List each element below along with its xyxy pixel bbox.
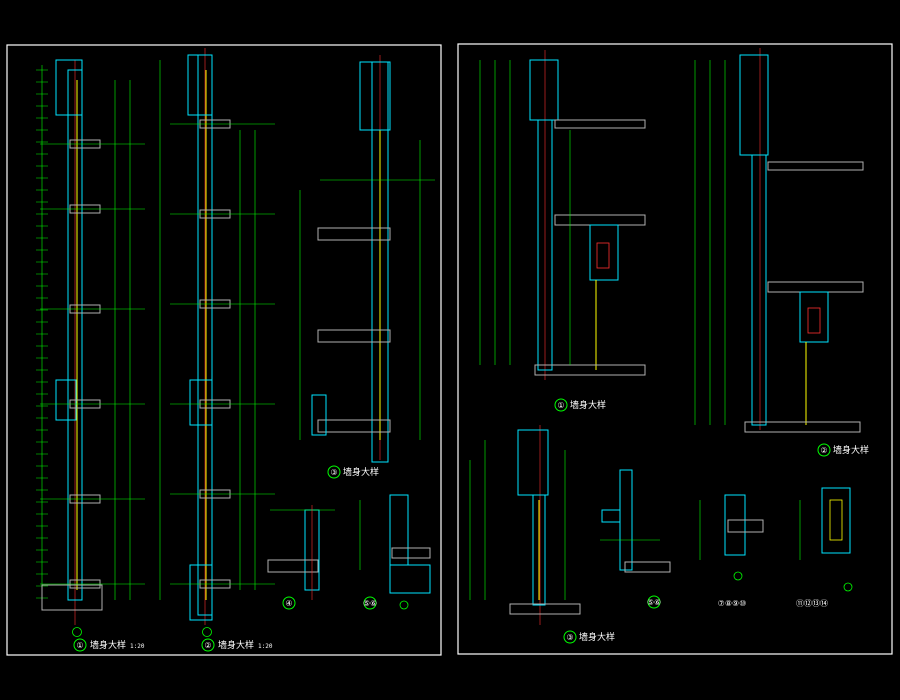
floor-slab — [624, 561, 671, 573]
beam — [589, 224, 619, 281]
sill — [601, 509, 621, 523]
section-title: 墙身大样 — [218, 639, 254, 651]
floor-slab — [317, 419, 391, 433]
section-number-circle — [363, 596, 377, 610]
wall-outline — [532, 494, 546, 606]
window-sill — [389, 564, 431, 594]
section-number-circle — [73, 638, 87, 652]
ground-slab — [744, 421, 861, 433]
section-title: 墙身大样 — [579, 631, 615, 643]
section-number-circle — [647, 595, 661, 609]
right-wall-section-1: ① 墙身大样 — [479, 50, 646, 412]
glass-line — [829, 499, 843, 541]
section-number-circle — [327, 465, 341, 479]
section-number-circle — [282, 596, 296, 610]
left-wall-section-3: ③ 墙身大样 — [299, 55, 435, 479]
section-number-circle — [201, 638, 215, 652]
section-number-circle — [817, 443, 831, 457]
axis-bubble — [72, 627, 82, 637]
ground-slab — [509, 603, 581, 615]
right-detail-11-14: ⑪⑫⑬⑭ — [796, 487, 853, 608]
section-number: ① — [76, 641, 83, 650]
floor-slab — [727, 519, 764, 533]
window-sill — [189, 379, 213, 426]
foundation — [41, 584, 103, 611]
wall-outline — [67, 69, 83, 601]
section-title: 墙身大样 — [833, 444, 869, 456]
section-scale: 1:20 — [258, 643, 273, 650]
section-number-circle — [554, 398, 568, 412]
section-title: 墙身大样 — [343, 466, 379, 478]
section-number: ③ — [330, 468, 337, 477]
axis-bubble — [843, 582, 853, 592]
floor-slab — [391, 547, 431, 559]
beam — [799, 291, 829, 343]
left-detail-4: ④ — [267, 505, 335, 610]
axis-bubble — [733, 571, 743, 581]
parapet-detail — [359, 61, 391, 131]
roof-slab — [554, 119, 646, 129]
section-title: 墙身大样 — [90, 639, 126, 651]
section-number: ⑦⑧⑨⑩ — [718, 599, 747, 608]
floor-slab — [317, 227, 391, 241]
wall-outline — [821, 487, 851, 554]
section-title: 墙身大样 — [570, 399, 606, 411]
section-scale: 1:20 — [130, 643, 145, 650]
axis-bubble — [202, 627, 212, 637]
beam-core — [596, 242, 610, 269]
left-wall-section-1: ① 墙身大样 1:20 — [36, 59, 145, 652]
right-wall-section-2: ② 墙身大样 — [694, 48, 869, 457]
wall-outline — [537, 119, 553, 371]
right-sheet-frame — [457, 43, 893, 655]
section-number: ④ — [285, 599, 292, 608]
right-wall-section-3: ③ 墙身大样 — [469, 425, 615, 644]
section-number: ③ — [566, 633, 573, 642]
section-number: ② — [820, 446, 827, 455]
right-detail-5-6: ⑤⑥ — [600, 469, 671, 609]
right-sheet: ① 墙身大样 ② 墙身大样 — [457, 43, 893, 655]
left-sheet: ① 墙身大样 1:20 ② 墙身大样 1:20 — [6, 44, 442, 656]
section-number-circle — [563, 630, 577, 644]
beam-core — [807, 307, 821, 334]
axis-bubble — [399, 600, 409, 610]
wall-outline — [724, 494, 746, 556]
wall-outline — [751, 154, 767, 426]
left-detail-5-6: ⑤⑥ — [359, 494, 431, 610]
floor-slab — [267, 559, 319, 573]
left-sheet-frame — [6, 44, 442, 656]
section-number: ⑤⑥ — [647, 598, 661, 607]
floor-slab — [317, 329, 391, 343]
roof-slab — [767, 161, 864, 171]
ground-slab — [534, 364, 646, 376]
parapet-detail — [187, 54, 213, 116]
right-detail-7-10: ⑦⑧⑨⑩ — [699, 494, 764, 608]
section-number: ⑪⑫⑬⑭ — [796, 599, 828, 608]
section-number: ① — [557, 401, 564, 410]
section-number: ⑤⑥ — [363, 599, 377, 608]
left-wall-section-2: ② 墙身大样 1:20 — [159, 48, 275, 652]
window-sill — [311, 394, 327, 436]
window-sill — [189, 564, 213, 621]
parapet-detail — [55, 59, 83, 116]
section-number: ② — [204, 641, 211, 650]
